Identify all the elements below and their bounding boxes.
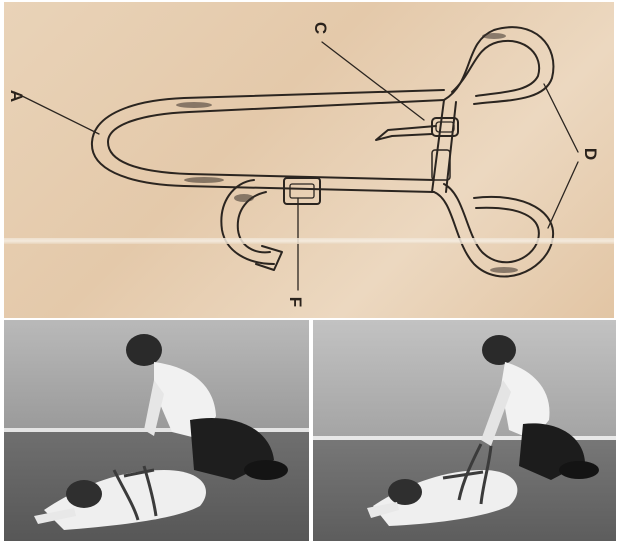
casualty-head: [66, 480, 102, 508]
harness-diagram: A C D F: [4, 2, 614, 318]
rescuer-shoes: [559, 461, 599, 479]
leader-line-d-upper: [544, 84, 578, 152]
leader-line-c: [322, 42, 424, 120]
webbing-shade: [482, 33, 506, 39]
strap-c-tail: [376, 126, 436, 140]
webbing-shade: [184, 177, 224, 183]
webbing-shade: [176, 102, 212, 108]
rescuer-shoes: [244, 460, 288, 480]
photo-left-illustration: [4, 320, 309, 541]
loop-d-lower-inner: [444, 184, 539, 262]
rescuer-head: [126, 334, 162, 366]
harness-drawing: [4, 2, 614, 318]
loop-d-lower-outer: [434, 192, 553, 277]
loop-d-upper-inner: [452, 41, 539, 96]
label-c: C: [310, 22, 330, 34]
label-d: D: [580, 148, 600, 160]
strap-f-tip: [256, 246, 282, 270]
rescuer-head: [482, 335, 516, 365]
photo-rescuer-right: [313, 320, 616, 541]
wall: [313, 320, 616, 438]
buckle-c-inner: [436, 122, 454, 132]
baseboard: [4, 428, 309, 432]
leader-line-a: [14, 92, 99, 134]
photo-rescuer-left: [4, 320, 309, 541]
photo-right-illustration: [313, 320, 616, 541]
leader-line-d-lower: [548, 162, 578, 228]
webbing-shade: [234, 194, 254, 202]
connector-strap-right: [446, 102, 456, 192]
strap-a-inner: [108, 100, 444, 180]
buckle-f-inner: [290, 184, 314, 198]
connector-strap-left: [432, 100, 444, 192]
paper-fold-crease: [4, 238, 614, 244]
label-f: F: [285, 297, 305, 307]
webbing-shade: [490, 267, 518, 273]
label-a: A: [6, 90, 26, 102]
casualty-head: [388, 479, 422, 505]
